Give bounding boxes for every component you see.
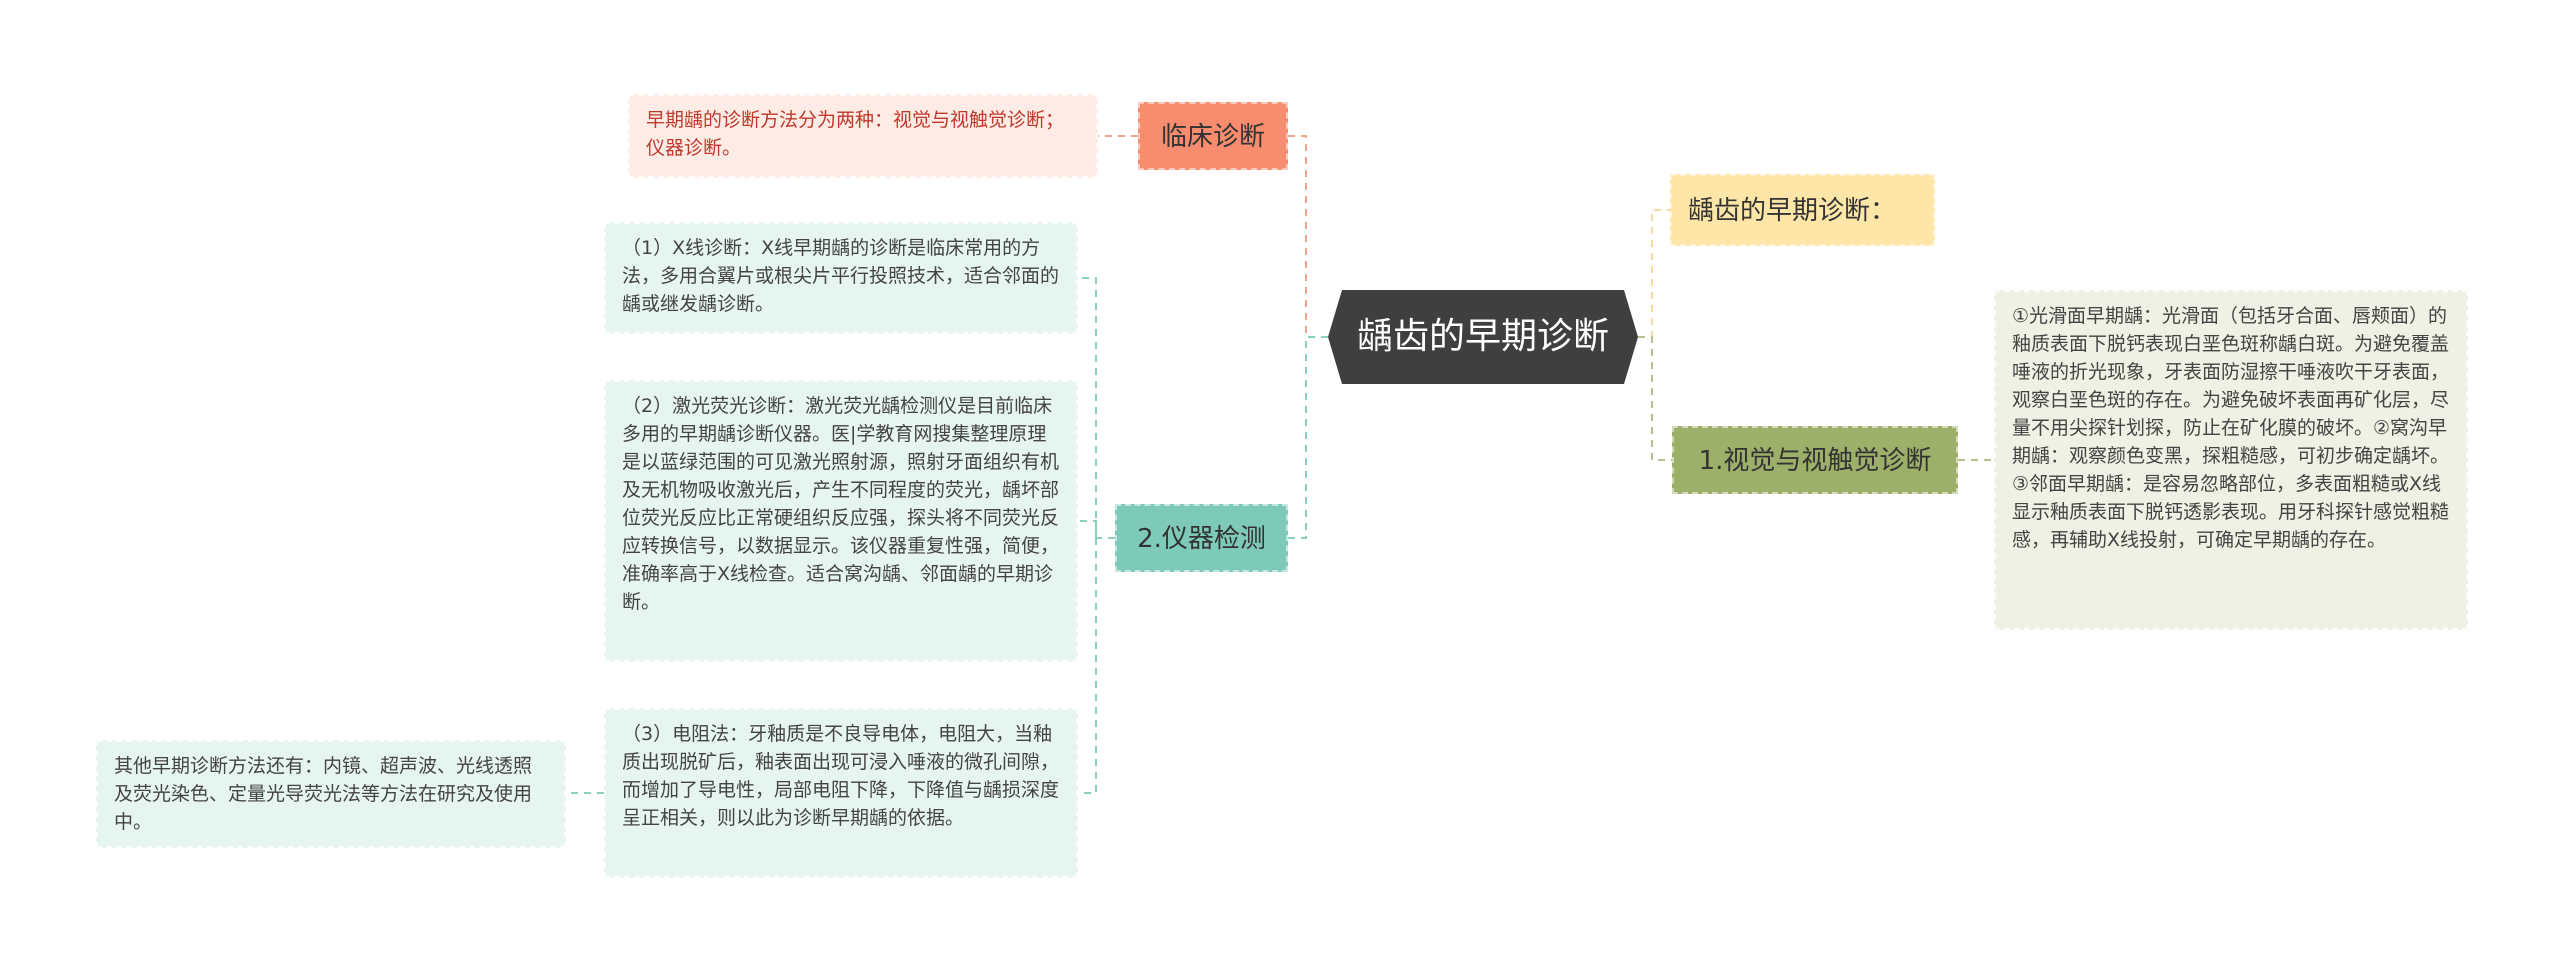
- leaf-resistance-method[interactable]: （3）电阻法：牙釉质是不良导电体，电阻大，当釉质出现脱矿后，釉表面出现可浸入唾液…: [604, 708, 1078, 878]
- leaf-resist-text: （3）电阻法：牙釉质是不良导电体，电阻大，当釉质出现脱矿后，釉表面出现可浸入唾液…: [622, 723, 1060, 829]
- branch-early-title-label: 龋齿的早期诊断：: [1688, 196, 1897, 226]
- branch-clinical-diagnosis[interactable]: 临床诊断: [1138, 102, 1288, 170]
- branch-clinical-label: 临床诊断: [1160, 122, 1265, 152]
- link-center-instrument: [1288, 336, 1328, 539]
- central-topic-shape: [1328, 290, 1638, 384]
- leaf-other-methods[interactable]: 其他早期诊断方法还有：内镜、超声波、光线透照及荧光染色、定量光导荧光法等方法在研…: [96, 740, 566, 848]
- leaf-xray-text: （1）X线诊断：X线早期龋的诊断是临床常用的方法，多用合翼片或根尖片平行投照技术…: [622, 237, 1060, 315]
- branch-instrument-label: 2.仪器检测: [1137, 524, 1266, 554]
- leaf-clinical-methods[interactable]: 早期龋的诊断方法分为两种：视觉与视触觉诊断；仪器诊断。: [628, 94, 1098, 178]
- link-instrument-leaves: [1078, 277, 1115, 794]
- leaf-visual-details[interactable]: ①光滑面早期龋：光滑面（包括牙合面、唇颊面）的釉质表面下脱钙表现白垩色斑称龋白斑…: [1994, 290, 2468, 630]
- branch-visual-diagnosis[interactable]: 1.视觉与视触觉诊断: [1672, 426, 1958, 494]
- central-topic[interactable]: 龋齿的早期诊断: [1328, 290, 1638, 384]
- link-center-visual: [1638, 336, 1672, 461]
- branch-instrument-detection[interactable]: 2.仪器检测: [1115, 504, 1288, 572]
- leaf-laser-fluorescence[interactable]: （2）激光荧光诊断：激光荧光龋检测仪是目前临床多用的早期龋诊断仪器。医|学教育网…: [604, 380, 1078, 662]
- leaf-laser-text: （2）激光荧光诊断：激光荧光龋检测仪是目前临床多用的早期龋诊断仪器。医|学教育网…: [622, 395, 1060, 613]
- leaf-xray-diagnosis[interactable]: （1）X线诊断：X线早期龋的诊断是临床常用的方法，多用合翼片或根尖片平行投照技术…: [604, 222, 1078, 334]
- leaf-other-text: 其他早期诊断方法还有：内镜、超声波、光线透照及荧光染色、定量光导荧光法等方法在研…: [114, 755, 533, 833]
- link-center-clinical: [1288, 135, 1328, 338]
- branch-early-diagnosis-title[interactable]: 龋齿的早期诊断：: [1670, 174, 1935, 246]
- leaf-visual-text: ①光滑面早期龋：光滑面（包括牙合面、唇颊面）的釉质表面下脱钙表现白垩色斑称龋白斑…: [2012, 305, 2450, 551]
- branch-visual-label: 1.视觉与视触觉诊断: [1698, 446, 1932, 476]
- link-center-early: [1638, 209, 1670, 338]
- leaf-clinical-text: 早期龋的诊断方法分为两种：视觉与视触觉诊断；仪器诊断。: [646, 109, 1065, 159]
- central-topic-label: 龋齿的早期诊断: [1356, 316, 1609, 357]
